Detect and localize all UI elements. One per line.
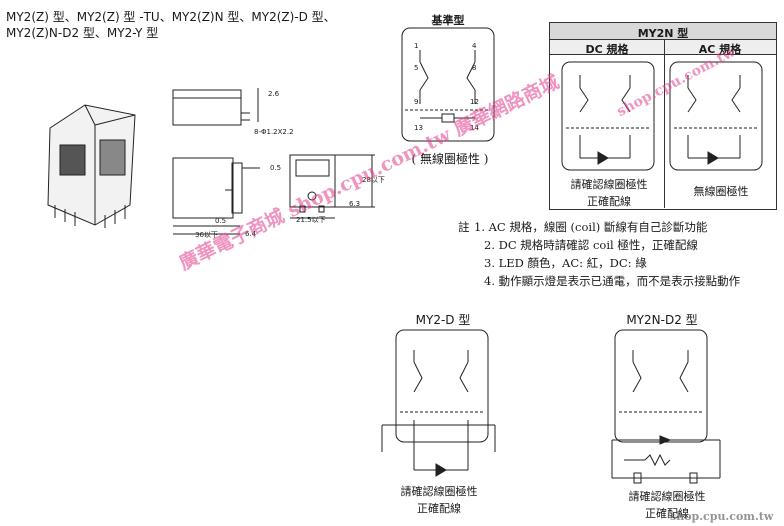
basic-caption: ( 無線圈極性 ) xyxy=(411,152,489,166)
dim-0-5-bottom: 0.5 xyxy=(215,217,227,225)
notes-prefix: 註 xyxy=(458,220,470,234)
watermark-bottom: shop.cpu.com.tw xyxy=(670,510,774,523)
my2n-ac-label: AC 規格 xyxy=(698,43,742,56)
basic-schematic xyxy=(401,27,495,142)
my2nd2-title: MY2N-D2 型 xyxy=(626,313,698,327)
relay-side-view xyxy=(289,154,375,219)
header-line-2: MY2(Z)N-D2 型、MY2-Y 型 xyxy=(6,26,159,40)
terminal-9: 9 xyxy=(414,98,419,106)
relay-front-view xyxy=(172,157,260,235)
note-3: 3. LED 顏色，AC: 紅，DC: 綠 xyxy=(484,256,647,270)
my2n-header xyxy=(550,23,776,40)
my2n-ac-schematic xyxy=(669,61,763,171)
dim-6-4: 6.4 xyxy=(245,230,257,238)
my2n-dc-note-2: 正確配線 xyxy=(587,195,631,208)
relay-top-view xyxy=(172,88,259,126)
terminal-5: 5 xyxy=(414,64,419,72)
dim-28: 28以下 xyxy=(362,176,385,184)
my2d-title: MY2-D 型 xyxy=(415,313,471,327)
my2n-dc-schematic xyxy=(561,61,655,171)
my2n-frame xyxy=(549,22,777,210)
basic-title: 基準型 xyxy=(431,14,465,27)
dim-36: 36以下 xyxy=(195,231,218,239)
terminal-8: 8 xyxy=(472,64,477,72)
my2n-ac-note: 無線圈極性 xyxy=(693,185,749,198)
my2n-dc-note-1: 請確認線圈極性 xyxy=(570,178,648,191)
my2n-dc-label: DC 規格 xyxy=(585,43,629,56)
my2d-schematic xyxy=(381,329,496,477)
my2d-note-1: 請確認線圈極性 xyxy=(400,485,478,498)
my2n-subheader xyxy=(550,40,776,55)
my2n-title: MY2N 型 xyxy=(637,27,689,40)
terminal-4: 4 xyxy=(472,42,477,50)
my2d-note-2: 正確配線 xyxy=(417,502,461,515)
dim-21-5: 21.5以下 xyxy=(296,216,326,224)
terminal-14: 14 xyxy=(470,124,479,132)
terminal-12: 12 xyxy=(470,98,479,106)
dim-6-3: 6.3 xyxy=(349,200,361,208)
dim-2-6: 2.6 xyxy=(268,90,280,98)
terminal-13: 13 xyxy=(414,124,423,132)
dim-hole: 8-Φ1.2X2.2 xyxy=(254,128,294,136)
note-1: 1. AC 規格，線圈 (coil) 斷線有自己診斷功能 xyxy=(474,220,708,234)
my2nd2-note-1: 請確認線圈極性 xyxy=(628,490,706,503)
relay-3d-illustration xyxy=(47,104,136,228)
header-line-1: MY2(Z) 型、MY2(Z) 型 -TU、MY2(Z)N 型、MY2(Z)-D… xyxy=(6,10,336,24)
note-2: 2. DC 規格時請確認 coil 極性，正確配線 xyxy=(484,238,698,252)
terminal-1: 1 xyxy=(414,42,419,50)
note-4: 4. 動作顯示燈是表示已通電，而不是表示接點動作 xyxy=(484,274,741,288)
my2nd2-schematic xyxy=(611,329,721,484)
my2n-divider xyxy=(664,40,665,208)
dim-0-5-top: 0.5 xyxy=(270,164,282,172)
my2nd2-note-2: 正確配線 xyxy=(645,507,689,520)
